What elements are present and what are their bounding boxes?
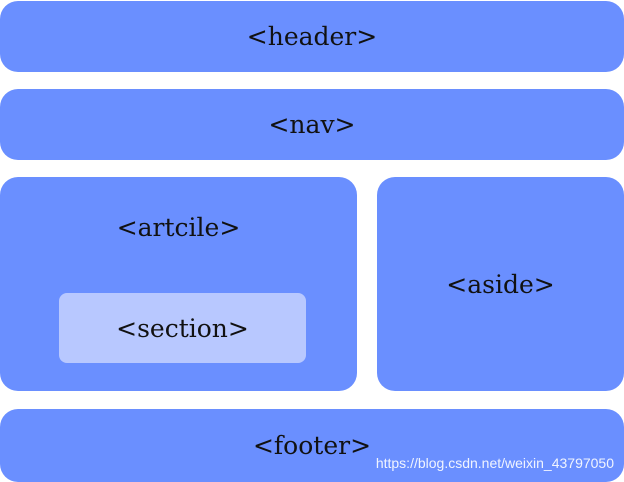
section-block: <section> [59,293,306,363]
nav-block: <nav> [0,89,624,160]
header-block: <header> [0,1,624,72]
aside-block: <aside> [377,177,624,391]
section-label: <section> [116,313,249,343]
aside-label: <aside> [446,269,555,299]
header-label: <header> [246,22,378,51]
footer-label: <footer> [252,431,372,460]
watermark-text: https://blog.csdn.net/weixin_43797050 [375,455,614,471]
footer-block: <footer> https://blog.csdn.net/weixin_43… [0,409,624,482]
nav-label: <nav> [268,110,356,139]
article-block: <artcile> <section> [0,177,357,391]
article-label: <artcile> [116,213,241,242]
